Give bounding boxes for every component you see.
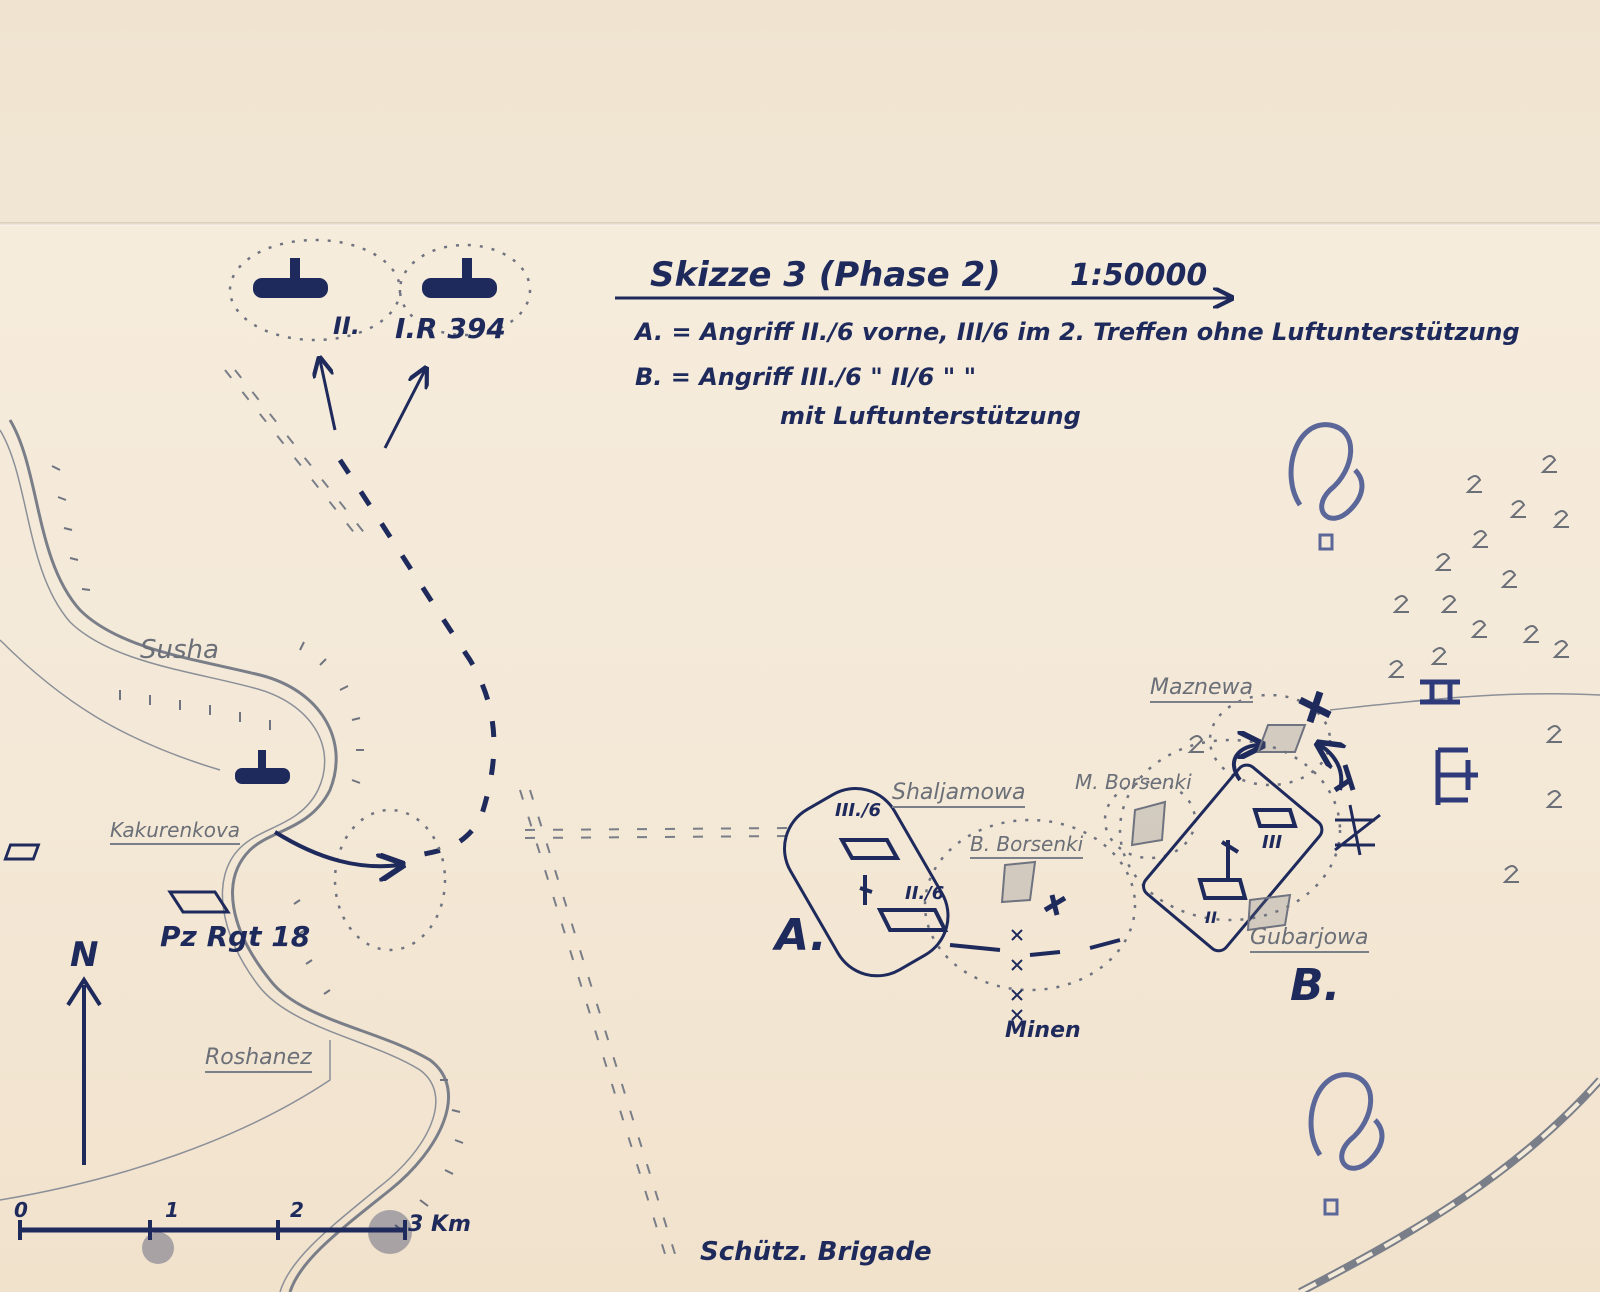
village-hatches: [1000, 724, 1307, 932]
group-b-label: B.: [1290, 960, 1341, 1011]
attack-group-a: [783, 787, 1121, 978]
scale-label-0: 0: [14, 1198, 28, 1222]
railway-line: [1298, 1077, 1600, 1292]
pencil-road-south: [0, 1040, 331, 1201]
group-a-label: A.: [775, 910, 827, 961]
place-b-borsenki: B. Borsenki: [970, 832, 1084, 859]
legend-line-b-air: mit Luftunterstützung: [780, 402, 1081, 430]
north-label: N: [70, 935, 99, 975]
north-arrow: [66, 976, 102, 1165]
place-gubarjowa: Gubarjowa: [1250, 925, 1369, 953]
scale-bar: [18, 1210, 412, 1264]
legend-line-a: A. = Angriff II./6 vorne, III/6 im 2. Tr…: [635, 318, 1520, 346]
top-battalion-label: II.: [333, 312, 360, 340]
place-maznewa: Maznewa: [1150, 675, 1253, 703]
unit-position-rings: [228, 238, 1342, 992]
scale-label-2: 2: [290, 1198, 304, 1222]
hill-hatching: [51, 465, 464, 1232]
place-shaljamowa: Shaljamowa: [892, 780, 1026, 808]
river-label: Susha: [140, 635, 219, 665]
enemy-unit-symbols: [1420, 679, 1478, 805]
advance-arrows-top: [320, 360, 425, 449]
place-roshanez: Roshanez: [205, 1045, 312, 1073]
enemy-hook-symbols: [1288, 422, 1385, 1216]
brigade-label: Schütz. Brigade: [700, 1237, 932, 1267]
legend-line-b: B. = Angriff III./6 " II/6 " ": [635, 363, 977, 391]
mine-markers: [1011, 894, 1067, 1021]
attack-b-lower-label: II: [1205, 908, 1217, 927]
scale-label-1: 1: [165, 1198, 179, 1222]
attack-a-inner-label: II./6: [905, 883, 945, 904]
boundary-double-dash: [224, 369, 791, 1271]
top-regiment-label: I.R 394: [395, 312, 506, 345]
woodland-marks: [1187, 455, 1569, 883]
scale-label-3km: 3 Km: [408, 1212, 471, 1237]
attack-a-box-label: III./6: [835, 800, 882, 821]
sketch-title: Skizze 3 (Phase 2): [650, 255, 1001, 295]
pencil-road-east: [1329, 692, 1600, 711]
dashed-front-line: [337, 458, 497, 858]
minen-label: Minen: [1005, 1018, 1081, 1043]
place-m-borsenki: M. Borsenki: [1075, 770, 1192, 794]
pencil-road-west: [0, 639, 221, 771]
kakurenkova-units: [3, 750, 400, 914]
map-scale: 1:50000: [1070, 258, 1208, 293]
paper-fold-line: [0, 222, 1600, 226]
attack-group-b: [1142, 690, 1381, 953]
susha-river: [8, 419, 450, 1292]
regiment-symbols-top: [253, 258, 497, 298]
pz-rgt-label: Pz Rgt 18: [160, 920, 311, 953]
place-kakurenkova: Kakurenkova: [110, 818, 241, 845]
attack-b-inner-label: III: [1262, 832, 1283, 853]
paper-top-fold-area: [0, 0, 1600, 222]
